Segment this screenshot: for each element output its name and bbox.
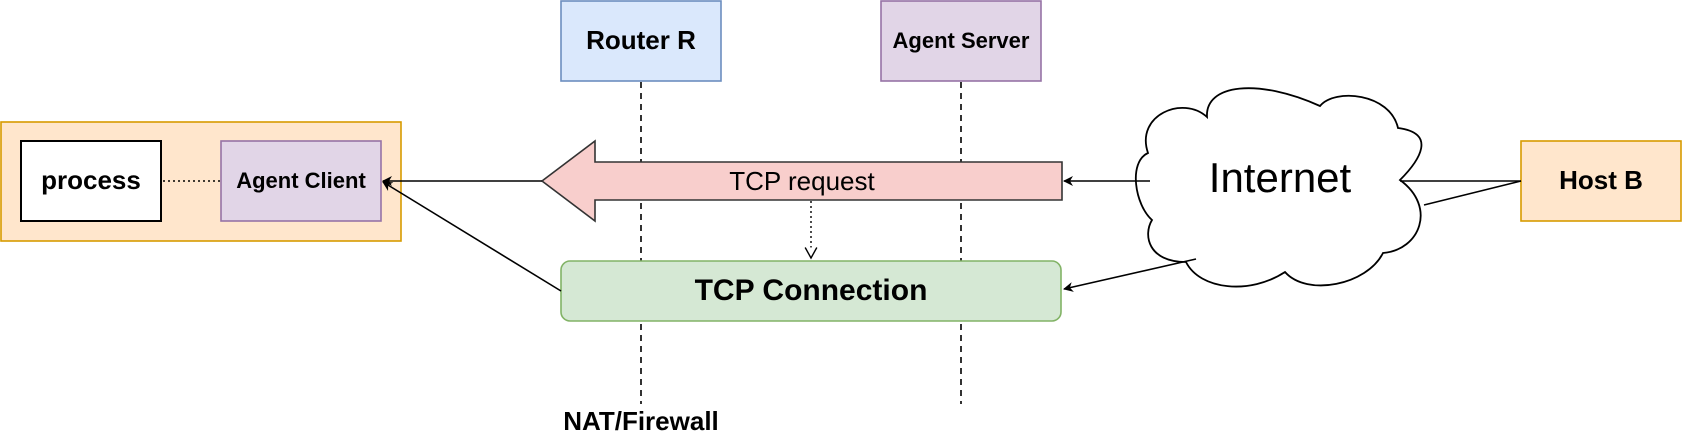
host-b-box xyxy=(1520,140,1682,222)
agent-client-box xyxy=(220,140,382,222)
tcp-request-label: TCP request xyxy=(729,166,875,196)
agent-server-box xyxy=(880,0,1042,82)
router-label: Router R xyxy=(586,25,696,55)
internet-cloud xyxy=(1134,87,1423,288)
process-box xyxy=(20,140,162,222)
router-box xyxy=(560,0,722,82)
process-label: process xyxy=(41,165,141,195)
host-b-label: Host B xyxy=(1559,165,1643,195)
agent-server-label: Agent Server xyxy=(893,28,1030,53)
connection-to-client-line xyxy=(382,181,562,292)
nat-firewall-label: NAT/Firewall xyxy=(563,406,719,436)
internet-to-connection-line xyxy=(1063,258,1197,292)
host-b-to-internet-line-2 xyxy=(1423,180,1522,206)
agent-client-label: Agent Client xyxy=(236,168,366,193)
tcp-request-arrow xyxy=(540,139,1063,223)
tcp-connection-label: TCP Connection xyxy=(695,274,928,307)
internet-label: Internet xyxy=(1209,154,1352,201)
